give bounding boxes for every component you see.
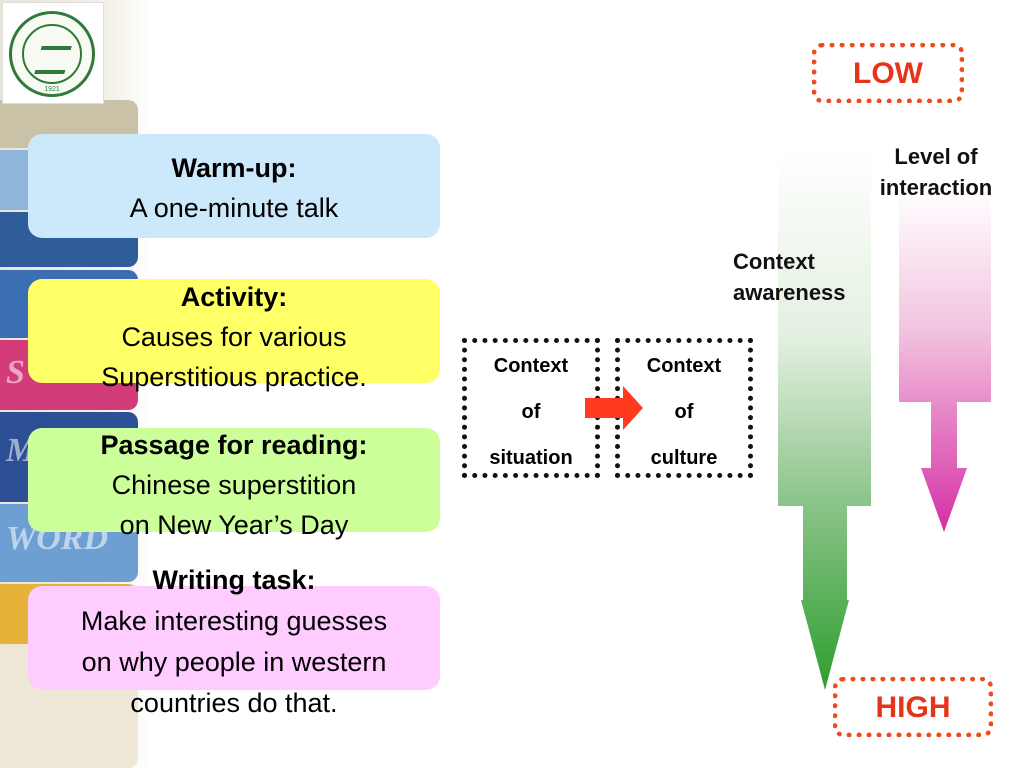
box-line: of: [674, 401, 694, 423]
box-line: Context: [646, 355, 722, 377]
level-of-interaction-label: Level of interaction: [879, 144, 993, 200]
activity-box: Activity: Causes for various Superstitio…: [28, 279, 440, 392]
seal-icon: 1921: [9, 11, 95, 97]
seal-year: 1921: [44, 86, 60, 93]
writing-line: countries do that.: [130, 688, 338, 718]
box-line: Context: [493, 355, 569, 377]
warmup-title: Warm-up:: [171, 153, 297, 183]
warmup-text: A one-minute talk: [129, 193, 339, 223]
writing-line: on why people in western: [81, 647, 387, 677]
writing-title: Writing task:: [152, 565, 316, 595]
activity-title: Activity:: [180, 282, 288, 312]
writing-line: Make interesting guesses: [80, 606, 388, 636]
right-arrow-icon: [585, 386, 643, 430]
context-awareness-label: Context awareness: [733, 249, 846, 305]
box-line: situation: [489, 447, 573, 469]
down-arrow-icon: [899, 190, 991, 532]
activity-line: Superstitious practice.: [101, 362, 367, 392]
passage-line: on New Year’s Day: [119, 510, 349, 540]
passage-title: Passage for reading:: [100, 430, 368, 460]
box-line: of: [521, 401, 541, 423]
passage-box: Passage for reading: Chinese superstitio…: [28, 428, 440, 540]
low-label: LOW: [812, 43, 964, 103]
passage-line: Chinese superstition: [111, 470, 357, 500]
high-label: HIGH: [833, 677, 993, 737]
warmup-box: Warm-up: A one-minute talk: [28, 134, 440, 238]
activity-line: Causes for various: [121, 322, 347, 352]
context-of-culture-box: Context of culture: [615, 338, 753, 478]
context-of-situation-box: Context of situation: [462, 338, 600, 478]
writing-text: Writing task: Make interesting guesses o…: [28, 560, 440, 724]
writing-box: [28, 586, 440, 690]
university-logo: 1921: [2, 2, 104, 104]
down-arrow-icon: [778, 150, 871, 690]
box-line: culture: [650, 447, 718, 469]
